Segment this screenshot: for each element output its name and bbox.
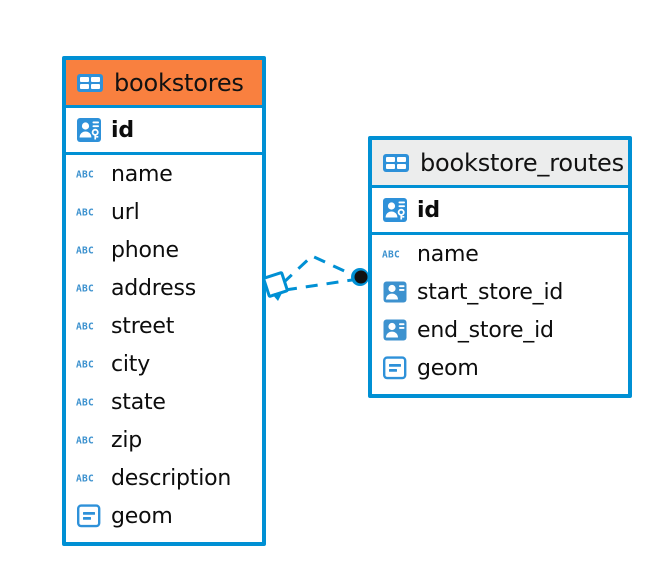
- svg-text:ABC: ABC: [76, 435, 94, 446]
- foreign-key-icon: [382, 318, 408, 342]
- relationship-line-lower: [284, 278, 353, 292]
- primary-key-section-bookstore-routes: id: [372, 188, 628, 235]
- entity-bookstore-routes[interactable]: bookstore_routes id: [368, 136, 632, 398]
- abc-icon: ABC: [76, 243, 102, 257]
- svg-text:ABC: ABC: [76, 283, 94, 294]
- abc-icon: ABC: [76, 319, 102, 333]
- field-label-id: id: [417, 197, 440, 223]
- svg-text:ABC: ABC: [76, 207, 94, 218]
- field-row-end-store-id[interactable]: end_store_id: [372, 311, 628, 349]
- field-row-id[interactable]: id: [372, 188, 628, 232]
- field-label-id: id: [111, 117, 134, 143]
- field-label-url: url: [111, 199, 140, 225]
- relationship-source-handle[interactable]: [262, 271, 289, 301]
- field-label-geom: geom: [417, 355, 479, 381]
- field-label-city: city: [111, 351, 151, 377]
- abc-icon: ABC: [76, 357, 102, 371]
- field-row-name[interactable]: ABC name: [66, 155, 262, 193]
- abc-icon: ABC: [76, 281, 102, 295]
- entity-title-bookstore-routes: bookstore_routes: [420, 148, 624, 177]
- field-label-street: street: [111, 313, 175, 339]
- table-icon: [76, 71, 104, 95]
- field-label-address: address: [111, 275, 197, 301]
- geometry-icon: [382, 356, 408, 380]
- field-row-url[interactable]: ABC url: [66, 193, 262, 231]
- abc-icon: ABC: [382, 247, 408, 261]
- entity-bookstores[interactable]: bookstores id: [62, 56, 266, 546]
- field-row-description[interactable]: ABC description: [66, 459, 262, 497]
- svg-text:ABC: ABC: [76, 359, 94, 370]
- entity-title-bookstores: bookstores: [114, 68, 244, 97]
- field-label-geom: geom: [111, 503, 173, 529]
- field-label-state: state: [111, 389, 166, 415]
- entity-header-bookstore-routes[interactable]: bookstore_routes: [372, 140, 628, 188]
- foreign-key-icon: [382, 280, 408, 304]
- svg-text:ABC: ABC: [76, 321, 94, 332]
- field-row-phone[interactable]: ABC phone: [66, 231, 262, 269]
- field-label-end-store-id: end_store_id: [417, 317, 554, 343]
- abc-icon: ABC: [76, 395, 102, 409]
- abc-icon: ABC: [76, 433, 102, 447]
- field-row-id[interactable]: id: [66, 108, 262, 152]
- field-row-zip[interactable]: ABC zip: [66, 421, 262, 459]
- svg-text:ABC: ABC: [382, 249, 400, 260]
- svg-text:ABC: ABC: [76, 397, 94, 408]
- field-row-geom[interactable]: geom: [372, 349, 628, 387]
- field-label-description: description: [111, 465, 232, 491]
- entity-header-bookstores[interactable]: bookstores: [66, 60, 262, 108]
- field-label-name: name: [111, 161, 173, 187]
- field-row-geom[interactable]: geom: [66, 497, 262, 535]
- field-row-start-store-id[interactable]: start_store_id: [372, 273, 628, 311]
- relationship-target-handle[interactable]: [351, 268, 369, 286]
- primary-key-icon: [382, 197, 408, 223]
- abc-icon: ABC: [76, 471, 102, 485]
- field-label-zip: zip: [111, 427, 143, 453]
- field-row-state[interactable]: ABC state: [66, 383, 262, 421]
- relationship-line-upper: [281, 254, 354, 285]
- field-row-city[interactable]: ABC city: [66, 345, 262, 383]
- field-row-street[interactable]: ABC street: [66, 307, 262, 345]
- field-label-phone: phone: [111, 237, 179, 263]
- svg-text:ABC: ABC: [76, 245, 94, 256]
- table-icon: [382, 151, 410, 175]
- geometry-icon: [76, 504, 102, 528]
- abc-icon: ABC: [76, 205, 102, 219]
- field-row-address[interactable]: ABC address: [66, 269, 262, 307]
- svg-text:ABC: ABC: [76, 473, 94, 484]
- field-section-bookstores: ABC name ABC url ABC p: [66, 155, 262, 535]
- field-row-name[interactable]: ABC name: [372, 235, 628, 273]
- primary-key-icon: [76, 117, 102, 143]
- abc-icon: ABC: [76, 167, 102, 181]
- primary-key-section-bookstores: id: [66, 108, 262, 155]
- svg-text:ABC: ABC: [76, 169, 94, 180]
- field-section-bookstore-routes: ABC name start_store_id: [372, 235, 628, 387]
- field-label-name: name: [417, 241, 479, 267]
- field-label-start-store-id: start_store_id: [417, 279, 564, 305]
